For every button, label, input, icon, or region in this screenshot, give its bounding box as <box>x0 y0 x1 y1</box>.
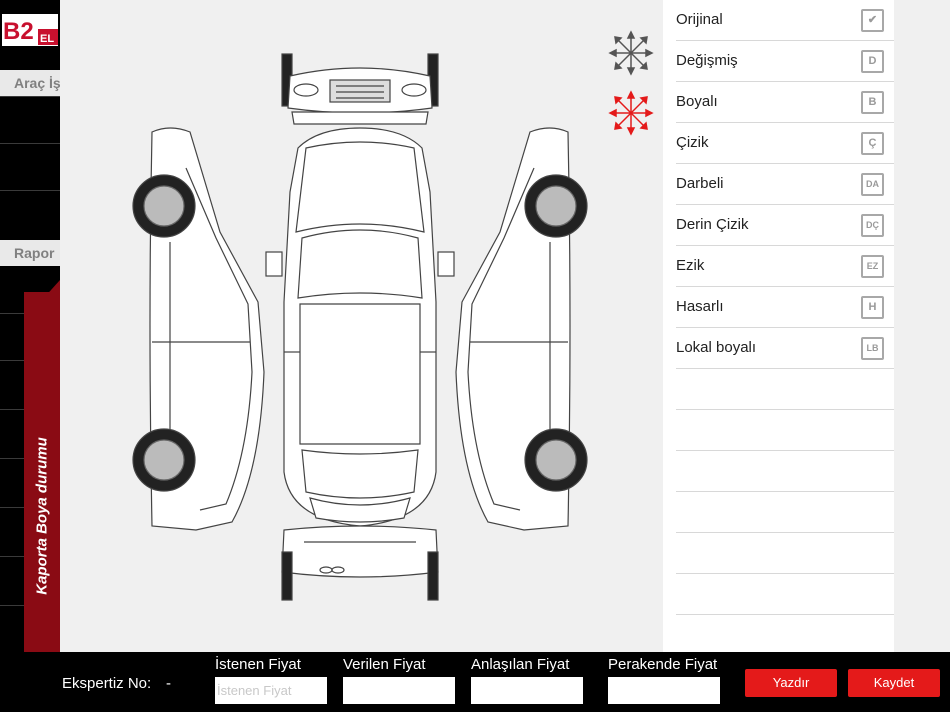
roof-panel <box>299 303 421 445</box>
hood-panel <box>295 141 425 233</box>
exhaust-left <box>319 566 333 574</box>
legend-label: Ezik <box>676 257 705 274</box>
rear-window <box>301 449 419 499</box>
legend-empty-row <box>676 492 894 533</box>
legend-empty-row <box>676 574 894 615</box>
legend-gutter <box>894 0 950 652</box>
legend-item-hasarli[interactable]: Hasarlı H <box>676 287 894 328</box>
legend-item-darbeli[interactable]: Darbeli DA <box>676 164 894 205</box>
legend-label: Boyalı <box>676 93 718 110</box>
car-diagram-area <box>60 0 663 652</box>
requested-price-input[interactable] <box>215 677 327 704</box>
bottom-bar: Ekspertiz No: - İstenen Fiyat Verilen Fi… <box>0 652 950 712</box>
legend-label: Derin Çizik <box>676 216 749 233</box>
legend-empty-row <box>676 451 894 492</box>
legend-label: Değişmiş <box>676 52 738 69</box>
right-mirror <box>437 251 455 277</box>
retail-price-label: Perakende Fiyat <box>608 656 718 673</box>
windshield <box>297 229 423 299</box>
offered-price-input[interactable] <box>343 677 455 704</box>
legend-label: Darbeli <box>676 175 724 192</box>
legend-item-degismis[interactable]: Değişmiş D <box>676 41 894 82</box>
ez-badge-icon: EZ <box>861 255 884 278</box>
dc-badge-icon: DÇ <box>861 214 884 237</box>
right-side-view[interactable] <box>455 127 588 531</box>
divider <box>0 96 60 97</box>
legend-label: Hasarlı <box>676 298 724 315</box>
sidebar: B2 EL Araç İş Rapor Kaporta Boya durumu <box>0 0 60 652</box>
right-headlight <box>401 83 427 97</box>
legend-item-lokal-boyali[interactable]: Lokal boyalı LB <box>676 328 894 369</box>
offered-price-label: Verilen Fiyat <box>343 656 426 673</box>
da-badge-icon: DA <box>861 173 884 196</box>
left-mirror <box>265 251 283 277</box>
sidebar-header-vehicle: Araç İş <box>0 70 60 96</box>
agreed-price-input[interactable] <box>471 677 583 704</box>
car-body-diagram <box>132 53 588 601</box>
c-badge-icon: Ç <box>861 132 884 155</box>
retail-price-input[interactable] <box>608 677 720 704</box>
b2-el-logo[interactable]: B2 EL <box>2 12 58 48</box>
rear-view[interactable] <box>281 525 439 601</box>
legend-empty-row <box>676 410 894 451</box>
arrows-out-red-icon[interactable] <box>608 90 654 136</box>
left-side-view[interactable] <box>132 127 265 531</box>
check-icon: ✔ <box>861 9 884 32</box>
rear-left-tire <box>281 551 293 601</box>
legend-item-boyali[interactable]: Boyalı B <box>676 82 894 123</box>
top-view[interactable] <box>265 127 455 527</box>
divider <box>0 143 60 144</box>
front-grille <box>329 79 391 103</box>
exhaust-right <box>331 566 345 574</box>
expertise-number-label: Ekspertiz No: <box>62 675 152 692</box>
legend-empty-row <box>676 533 894 574</box>
logo-main-text: B2 <box>3 18 34 45</box>
legend-empty-row <box>676 369 894 410</box>
lb-badge-icon: LB <box>861 337 884 360</box>
front-view[interactable] <box>281 53 439 125</box>
left-side-windows <box>185 167 253 511</box>
damage-legend: Orijinal ✔ Değişmiş D Boyalı B Çizik Ç D… <box>663 0 894 652</box>
save-button[interactable]: Kaydet <box>848 669 940 697</box>
legend-label: Lokal boyalı <box>676 339 757 356</box>
arrows-out-gray-icon[interactable] <box>608 30 654 76</box>
legend-label: Orijinal <box>676 11 723 28</box>
h-badge-icon: H <box>861 296 884 319</box>
legend-label: Çizik <box>676 134 709 151</box>
expertise-number-value: - <box>166 675 171 692</box>
left-headlight <box>293 83 319 97</box>
legend-item-ezik[interactable]: Ezik EZ <box>676 246 894 287</box>
divider <box>0 190 60 191</box>
b-badge-icon: B <box>861 91 884 114</box>
legend-item-orijinal[interactable]: Orijinal ✔ <box>676 0 894 41</box>
legend-item-derin-cizik[interactable]: Derin Çizik DÇ <box>676 205 894 246</box>
legend-item-cizik[interactable]: Çizik Ç <box>676 123 894 164</box>
tab-kaporta-boya[interactable] <box>24 280 60 652</box>
sidebar-header-report: Rapor <box>0 240 60 266</box>
tab-kaporta-boya-label: Kaporta Boya durumu <box>33 437 51 595</box>
requested-price-label: İstenen Fiyat <box>215 656 301 673</box>
print-button[interactable]: Yazdır <box>745 669 837 697</box>
right-side-windows <box>467 167 535 511</box>
rear-right-tire <box>427 551 439 601</box>
trunk-panel <box>309 497 411 523</box>
d-badge-icon: D <box>861 50 884 73</box>
agreed-price-label: Anlaşılan Fiyat <box>471 656 570 673</box>
front-lower-lip <box>291 111 429 125</box>
logo-sub-text: EL <box>40 33 54 45</box>
rear-bumper <box>281 525 439 578</box>
